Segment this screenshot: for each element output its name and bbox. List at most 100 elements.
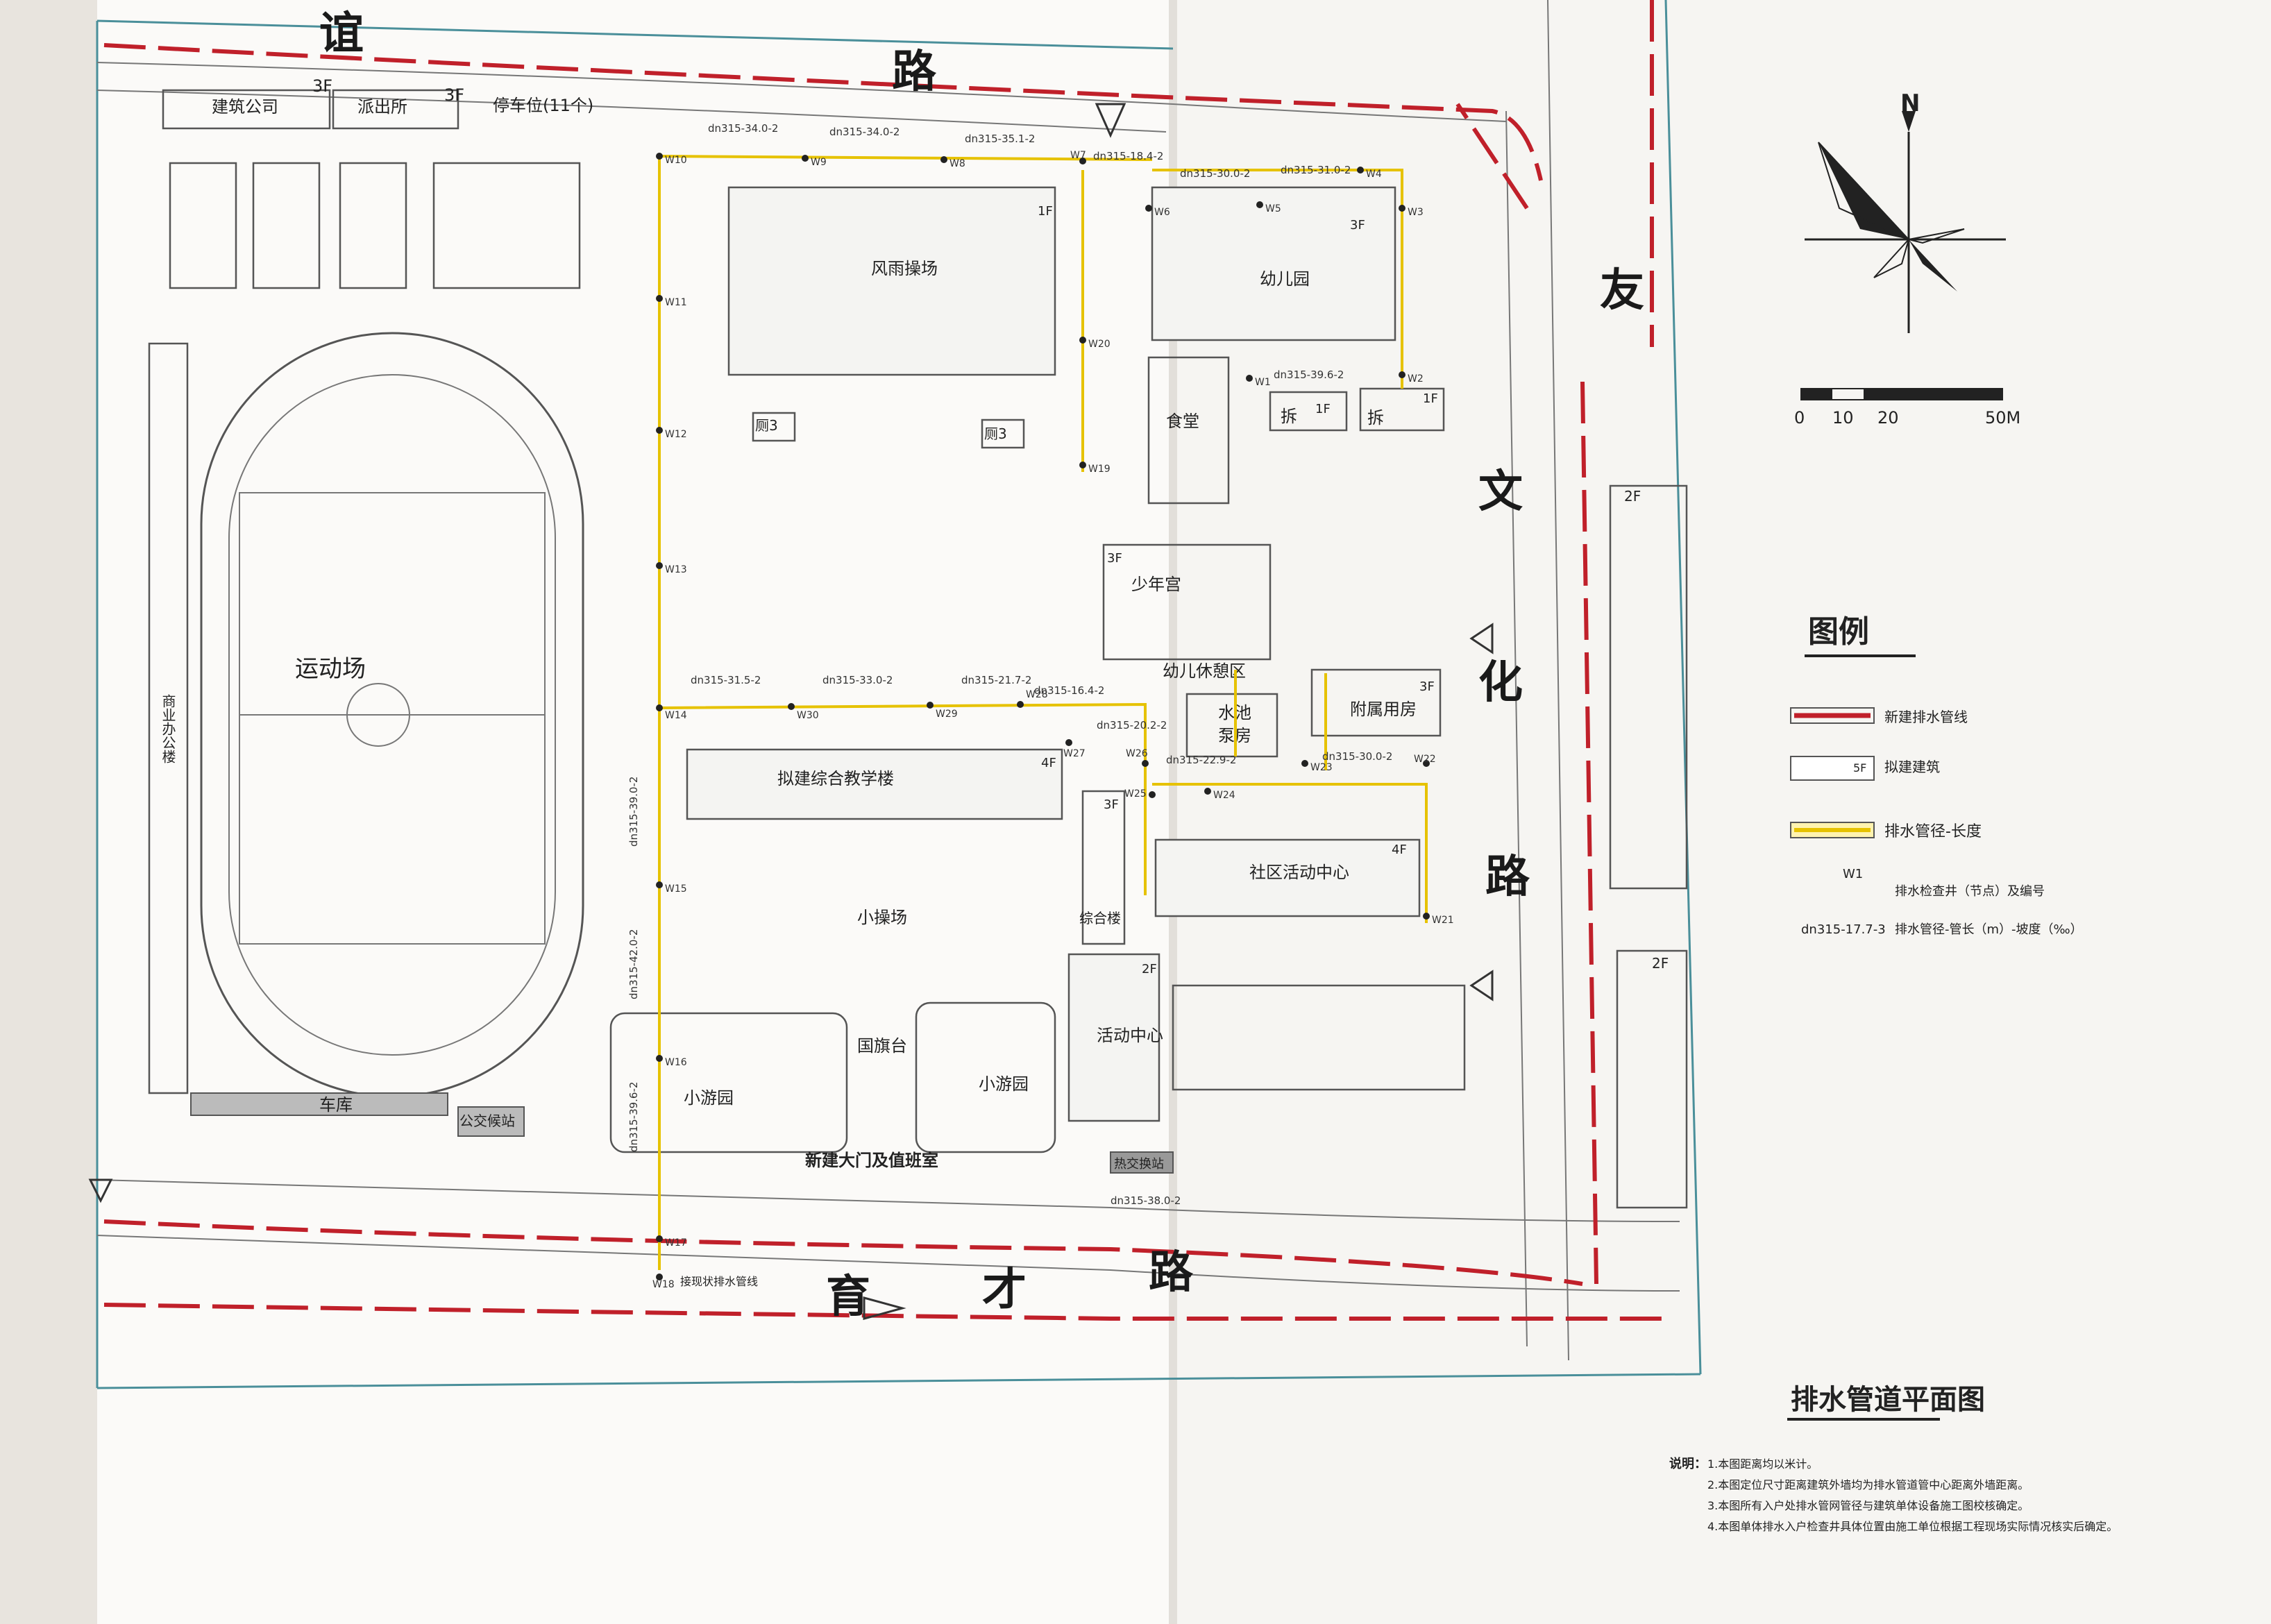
demolish-1 — [1269, 391, 1348, 432]
legend: 图例 新建排水管线 5F 拟建建筑 排水管径-长度 W1 排水检查井（节点）及编… — [1790, 614, 2083, 937]
label-right-building-1: 2F — [1624, 488, 1641, 505]
top-strip: 建筑公司 3F 派出所 3F 停车位(11个) — [162, 76, 593, 130]
node-label: W16 — [665, 1057, 687, 1068]
label-complex-floors: 3F — [1104, 797, 1119, 812]
node-label: W7 — [1070, 150, 1086, 161]
label-garden-1: 小游园 — [684, 1088, 734, 1108]
label-rain-gym-floors: 1F — [1038, 204, 1053, 219]
paper-fold — [1169, 0, 1177, 1624]
activity-center — [1067, 953, 1160, 1122]
node-label: W10 — [665, 155, 687, 166]
legend-item: 拟建建筑 — [1884, 759, 1940, 775]
paper-left-edge — [0, 0, 97, 1624]
rain-gym — [727, 186, 1056, 376]
node-label: W11 — [665, 297, 687, 308]
youth-palace — [1102, 543, 1272, 661]
teaching-building — [686, 748, 1063, 820]
node-label: W25 — [1124, 788, 1147, 800]
legend-swatch-red — [1790, 707, 1875, 724]
node-label: W14 — [665, 710, 687, 721]
node-label: W27 — [1063, 748, 1086, 759]
label-kindergarten-floors: 3F — [1350, 218, 1365, 232]
pipe-label: dn315-35.1-2 — [965, 133, 1035, 145]
label-sports-field: 运动场 — [295, 655, 366, 683]
node-label: W19 — [1088, 464, 1111, 475]
legend-swatch-box — [1790, 756, 1875, 781]
frame-line-right — [1664, 0, 1702, 1375]
pipe-label: dn315-31.5-2 — [691, 674, 761, 686]
canteen — [1147, 356, 1230, 505]
label-right-building-2: 2F — [1652, 955, 1669, 972]
node-label: W1 — [1255, 377, 1271, 388]
label-flag: 国旗台 — [857, 1036, 907, 1056]
label-small-field: 小操场 — [857, 908, 907, 927]
node-label: W22 — [1414, 754, 1436, 765]
label-wc-2: 厕3 — [984, 425, 1007, 442]
label-gate: 新建大门及值班室 — [805, 1151, 938, 1170]
label-construction-company: 建筑公司 — [212, 97, 278, 117]
drawing-title: 排水管道平面图 — [1791, 1384, 1985, 1416]
legend-item: 排水管径-长度 — [1884, 823, 1982, 840]
garden-1 — [609, 1012, 848, 1153]
complex-building — [1081, 790, 1126, 945]
label-existing-pipe: 接现状排水管线 — [680, 1275, 758, 1288]
frame-line-top — [96, 19, 1174, 50]
pipe-label: dn315-20.2-2 — [1097, 719, 1167, 731]
label-demolish-2: 拆 — [1367, 408, 1384, 428]
note-item: 2.本图定位尺寸距离建筑外墙均为排水管道管中心距离外墙距离。 — [1707, 1478, 2029, 1491]
legend-item: 排水管径-管长（m）-坡度（‰） — [1895, 922, 2083, 937]
right-building-1 — [1609, 484, 1688, 890]
north-label: N — [1900, 90, 1920, 117]
node-label: W12 — [665, 429, 687, 440]
label-demolish-2-floors: 1F — [1423, 391, 1438, 406]
legend-swatch-code: dn315-17.7-3 — [1801, 922, 1886, 937]
node-label: W6 — [1154, 207, 1170, 218]
node-label: W30 — [797, 710, 819, 721]
legend-title: 图例 — [1808, 614, 1869, 650]
node-label: W13 — [665, 564, 687, 575]
label-activity: 活动中心 — [1097, 1026, 1163, 1045]
scale-label: 0 — [1794, 408, 1805, 428]
pipe-label: dn315-16.4-2 — [1034, 684, 1104, 697]
label-demolish-1-floors: 1F — [1315, 402, 1331, 416]
pipe-label: dn315-30.0-2 — [1180, 167, 1250, 180]
road-name-top-1: 谊 — [319, 8, 364, 60]
node-label: W23 — [1310, 762, 1333, 773]
garage-building — [190, 1092, 448, 1116]
road-name-bottom-3: 路 — [1149, 1247, 1194, 1299]
label-annex: 附属用房 — [1350, 700, 1417, 719]
node-label: W29 — [936, 709, 958, 720]
notes: 说明： 1.本图距离均以米计。 2.本图定位尺寸距离建筑外墙均为排水管道管中心距… — [1669, 1456, 2118, 1533]
legend-swatch-box-text: 5F — [1853, 761, 1866, 775]
red-drainage-lines — [103, 0, 1666, 1321]
node-label: W15 — [665, 883, 687, 895]
pipe-label: dn315-39.0-2 — [627, 777, 640, 847]
frame-line-bottom — [96, 1373, 1701, 1389]
pool-pump — [1185, 693, 1278, 758]
label-left-strip: 商业办公楼 — [160, 694, 176, 763]
note-item: 1.本图距离均以米计。 — [1707, 1457, 1818, 1471]
node-label: W9 — [811, 157, 827, 168]
label-complex: 综合楼 — [1079, 910, 1121, 927]
pipe-label: dn315-33.0-2 — [822, 674, 893, 686]
label-kid-rest: 幼儿休憩区 — [1163, 661, 1246, 681]
label-construction-floors: 3F — [312, 76, 332, 96]
node-label: W28 — [1026, 689, 1048, 700]
label-youth-palace: 少年宫 — [1131, 575, 1181, 594]
pipe-label: dn315-34.0-2 — [829, 126, 900, 138]
label-garden-2: 小游园 — [979, 1074, 1029, 1094]
label-annex-floors: 3F — [1419, 679, 1435, 694]
scale-label: 20 — [1877, 408, 1899, 428]
road-name-bottom-1: 育 — [826, 1271, 870, 1323]
road-name-bottom-2: 才 — [982, 1264, 1027, 1316]
community-center — [1154, 838, 1421, 917]
label-demolish-1: 拆 — [1281, 407, 1297, 426]
pipe-label: dn315-30.0-2 — [1322, 750, 1392, 763]
road-name-top-2: 路 — [892, 46, 937, 98]
stands — [1172, 984, 1466, 1091]
scale-label: 50M — [1985, 408, 2020, 428]
road-name-right-3: 化 — [1478, 657, 1523, 709]
road-name-right-4: 路 — [1485, 852, 1530, 903]
label-rain-gym: 风雨操场 — [871, 259, 938, 278]
